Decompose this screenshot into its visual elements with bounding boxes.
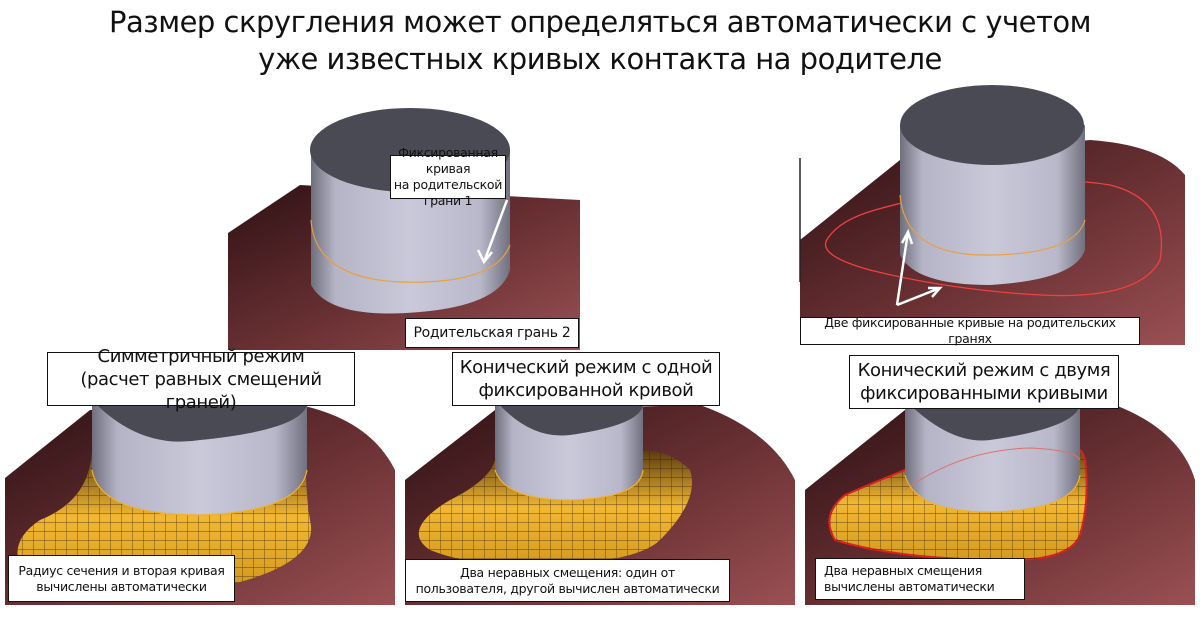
contact-curve <box>494 469 644 501</box>
panel-title-symmetric: Симметричный режим (расчет равных смещен… <box>47 346 355 413</box>
scene-two-curves <box>799 85 1185 345</box>
arrow-icon <box>476 199 509 265</box>
scene-conic-one-curve <box>405 400 795 605</box>
panel-title-conic-one: Конический режим с одной фиксированной к… <box>452 352 720 406</box>
fixed-curve-back <box>904 447 1081 491</box>
contact-curve <box>904 474 1081 513</box>
contact-curve <box>91 469 308 516</box>
scene-conic-two-curves <box>805 400 1195 605</box>
panel-title-conic-two: Конический режим с двумя фиксированными … <box>849 355 1119 409</box>
fixed-curve-on-face-1 <box>310 219 511 283</box>
arrow-icon <box>895 228 943 307</box>
slide-title: Размер скругления может определяться авт… <box>109 5 1091 76</box>
cylinder-top <box>900 85 1084 165</box>
fixed-curve-on-cylinder <box>899 194 1086 256</box>
panel-note-conic-one: Два неравных смещения: один от пользоват… <box>405 559 730 602</box>
callout-fixed-curve: Фиксированная кривая на родительской гра… <box>390 145 506 208</box>
cylinder-body <box>900 125 1085 285</box>
callout-two-fixed-curves: Две фиксированные кривые на родительских… <box>800 315 1140 346</box>
panel-note-symmetric: Радиус сечения и вторая кривая вычислены… <box>8 555 235 602</box>
label-parent-face-2: Родительская грань 2 <box>405 318 579 348</box>
panel-note-conic-two: Два неравных смещения вычислены автомати… <box>815 558 1025 600</box>
